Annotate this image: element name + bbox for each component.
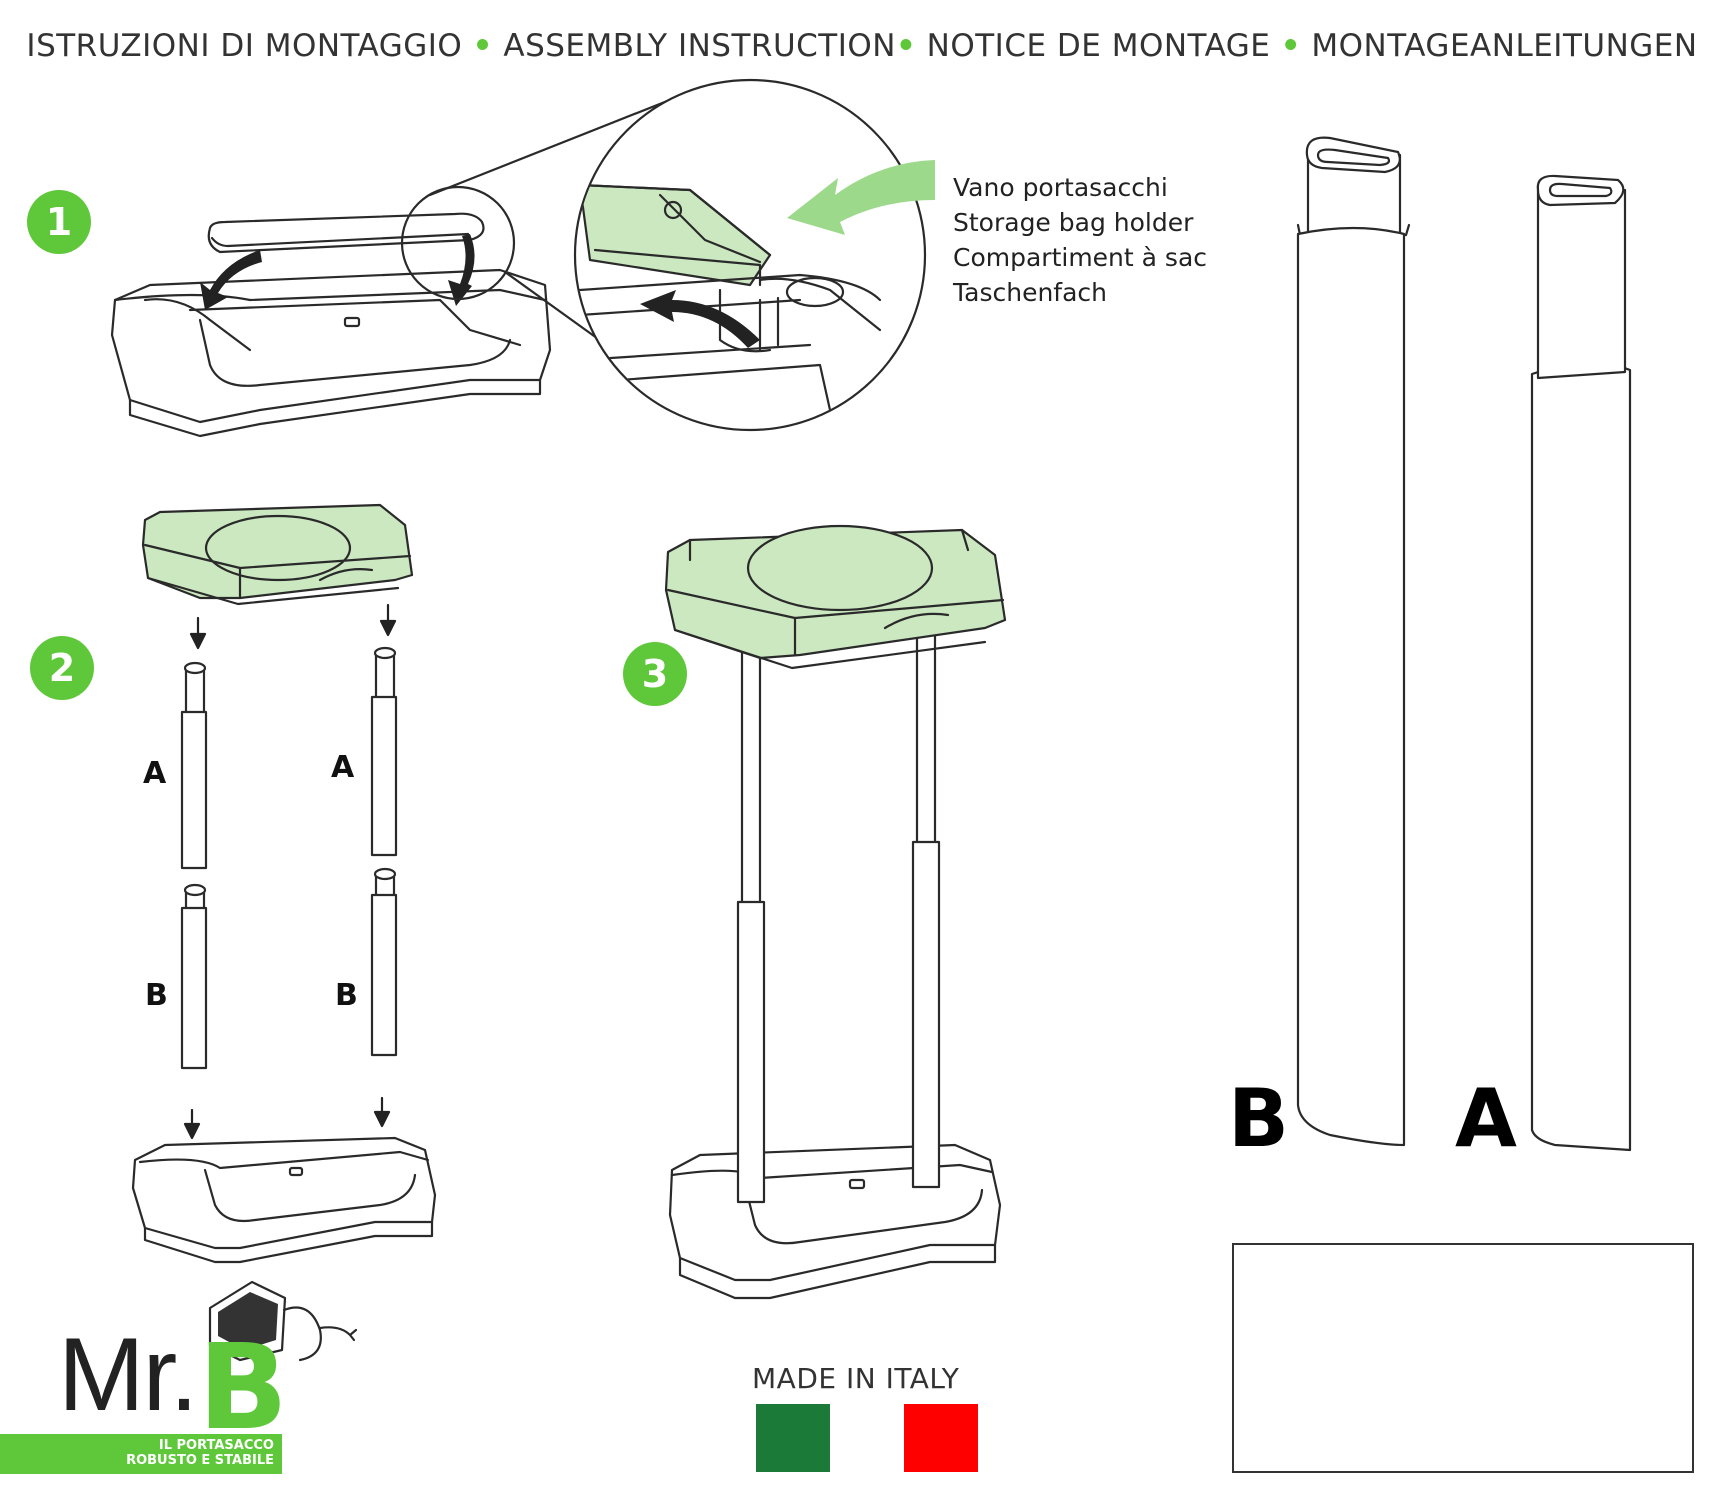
logo-tagline-line2: ROBUSTO E STABILE [126, 1453, 274, 1468]
detail-label-b: B [1228, 1072, 1289, 1165]
step-badge-3: 3 [623, 642, 687, 706]
flag-red [904, 1404, 978, 1472]
logo-tagline-bar: IL PORTASACCO ROBUSTO E STABILE [0, 1434, 282, 1474]
step2-base [131, 1136, 437, 1264]
tube-label-b-right: B [335, 978, 358, 1013]
bag-holder-callout: Vano portasacchi Storage bag holder Comp… [953, 170, 1207, 310]
step-badge-1: 1 [27, 190, 91, 254]
step1-insert-arrows [200, 234, 475, 310]
logo-figure [208, 1280, 358, 1362]
zoom-tangent-top [428, 86, 702, 197]
tube-label-a-right: A [331, 750, 355, 785]
header-separator: • [472, 28, 493, 64]
detail-tube-b [1296, 136, 1411, 1147]
callout-french: Compartiment à sac [953, 243, 1208, 272]
header-separator: • [1280, 28, 1302, 64]
step2-lid [141, 503, 414, 606]
made-in-italy-text: MADE IN ITALY [752, 1362, 960, 1395]
callout-german: Taschenfach [953, 278, 1108, 307]
page-header: ISTRUZIONI DI MONTAGGIO • ASSEMBLY INSTR… [0, 28, 1724, 64]
tube-label-a-left: A [143, 756, 167, 791]
logo-mr-text: Mr. [58, 1317, 198, 1433]
step2-tubes [180, 646, 398, 1070]
step2-down-arrows [183, 603, 397, 1140]
header-english: ASSEMBLY INSTRUCTION [503, 28, 896, 64]
step3-assembled [664, 524, 1007, 1300]
header-french: NOTICE DE MONTAGE [926, 28, 1271, 64]
detail-label-a: A [1455, 1072, 1517, 1165]
callout-english: Storage bag holder [953, 208, 1194, 237]
detail-tube-a [1530, 174, 1632, 1152]
step1-base-illustration [110, 268, 552, 438]
logo-b-letter: B [198, 1318, 288, 1456]
header-separator: • [895, 28, 917, 64]
step1-magnified-detail [573, 78, 927, 432]
step1-zoom-origin [400, 185, 516, 301]
tube-label-b-left: B [145, 978, 168, 1013]
header-italian: ISTRUZIONI DI MONTAGGIO [26, 28, 463, 64]
callout-italian: Vano portasacchi [953, 173, 1168, 202]
flag-green [756, 1404, 830, 1472]
blank-label-box [1232, 1243, 1694, 1473]
step1-bag-holder-bar [207, 212, 485, 254]
bag-holder-indicator-arrow [787, 160, 935, 235]
step-badge-2: 2 [30, 636, 94, 700]
header-german: MONTAGEANLEITUNGEN [1311, 28, 1698, 64]
logo-tagline-line1: IL PORTASACCO [158, 1438, 274, 1453]
